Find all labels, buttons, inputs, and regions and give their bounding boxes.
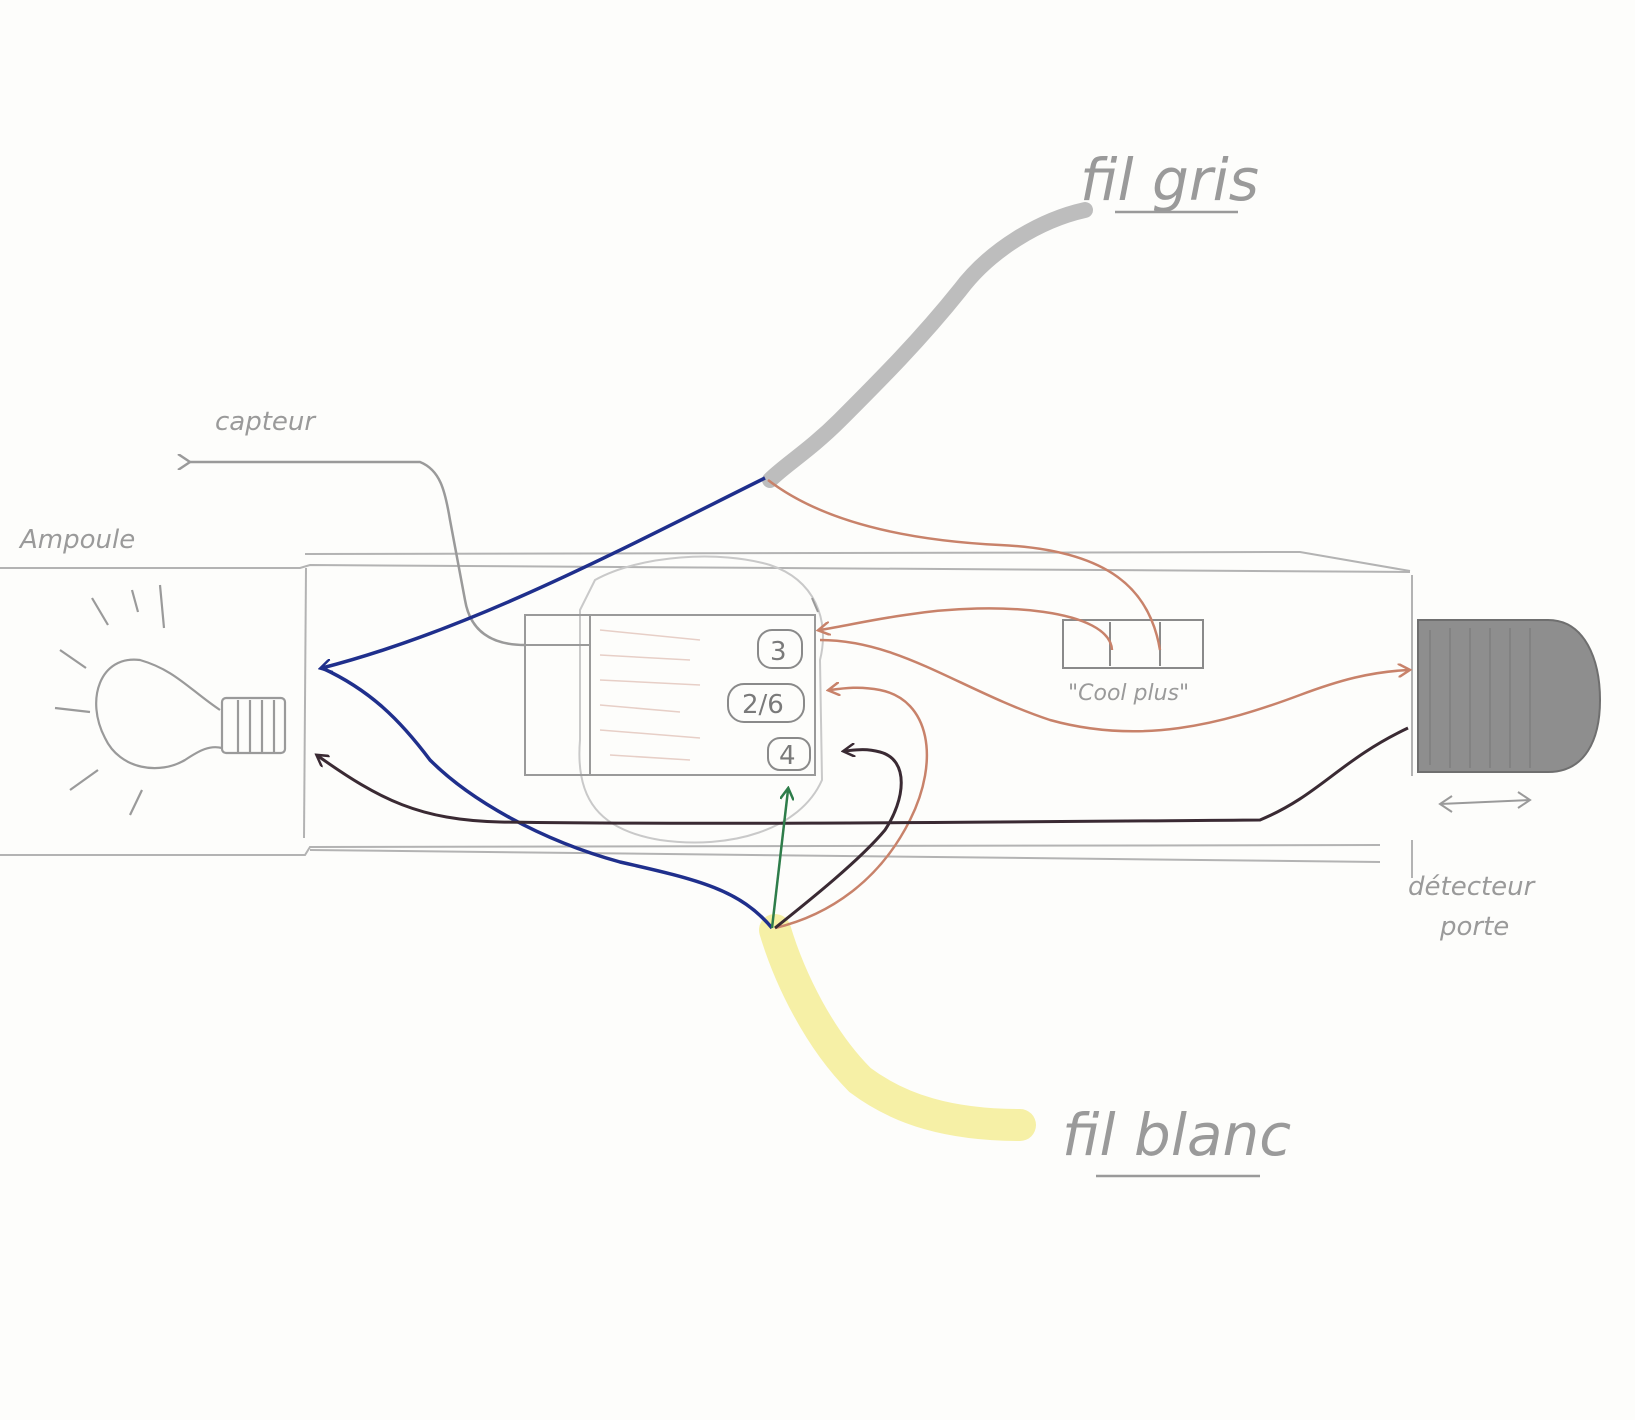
terminal-3: 3 (757, 629, 803, 669)
white-wire (759, 914, 1036, 1141)
capteur-wire (190, 462, 526, 647)
porte-label: porte (1439, 912, 1509, 942)
dark-wire-long (318, 726, 1409, 825)
capteur-label: capteur (215, 407, 317, 437)
bulb-icon (54, 584, 287, 816)
blue-wire (322, 476, 766, 668)
terminal-2-6: 2/6 (727, 683, 805, 723)
cool-plus-label: "Cool plus" (1068, 681, 1189, 706)
brown-wire-4 (774, 688, 929, 930)
dark-wire-short (774, 750, 903, 930)
svg-text:2/6: 2/6 (742, 690, 784, 720)
fil-blanc-label: fil blanc (1062, 1101, 1291, 1169)
brown-wire-3 (819, 638, 1408, 733)
svg-text:3: 3 (770, 637, 787, 667)
grey-wire (762, 202, 1093, 488)
brown-wire-1 (767, 479, 1162, 651)
svg-text:4: 4 (779, 741, 796, 771)
ampoule-label: Ampoule (18, 525, 135, 555)
brown-wire-2 (820, 607, 1114, 651)
terminal-4: 4 (767, 737, 811, 771)
fil-gris-label: fil gris (1080, 146, 1259, 214)
cool-plus-connector (1062, 619, 1204, 669)
green-wire (770, 790, 788, 929)
detecteur-label: détecteur (1408, 872, 1537, 902)
relay-module (524, 555, 824, 844)
door-detector-icon (1417, 619, 1602, 813)
housing-outline (0, 550, 1413, 878)
